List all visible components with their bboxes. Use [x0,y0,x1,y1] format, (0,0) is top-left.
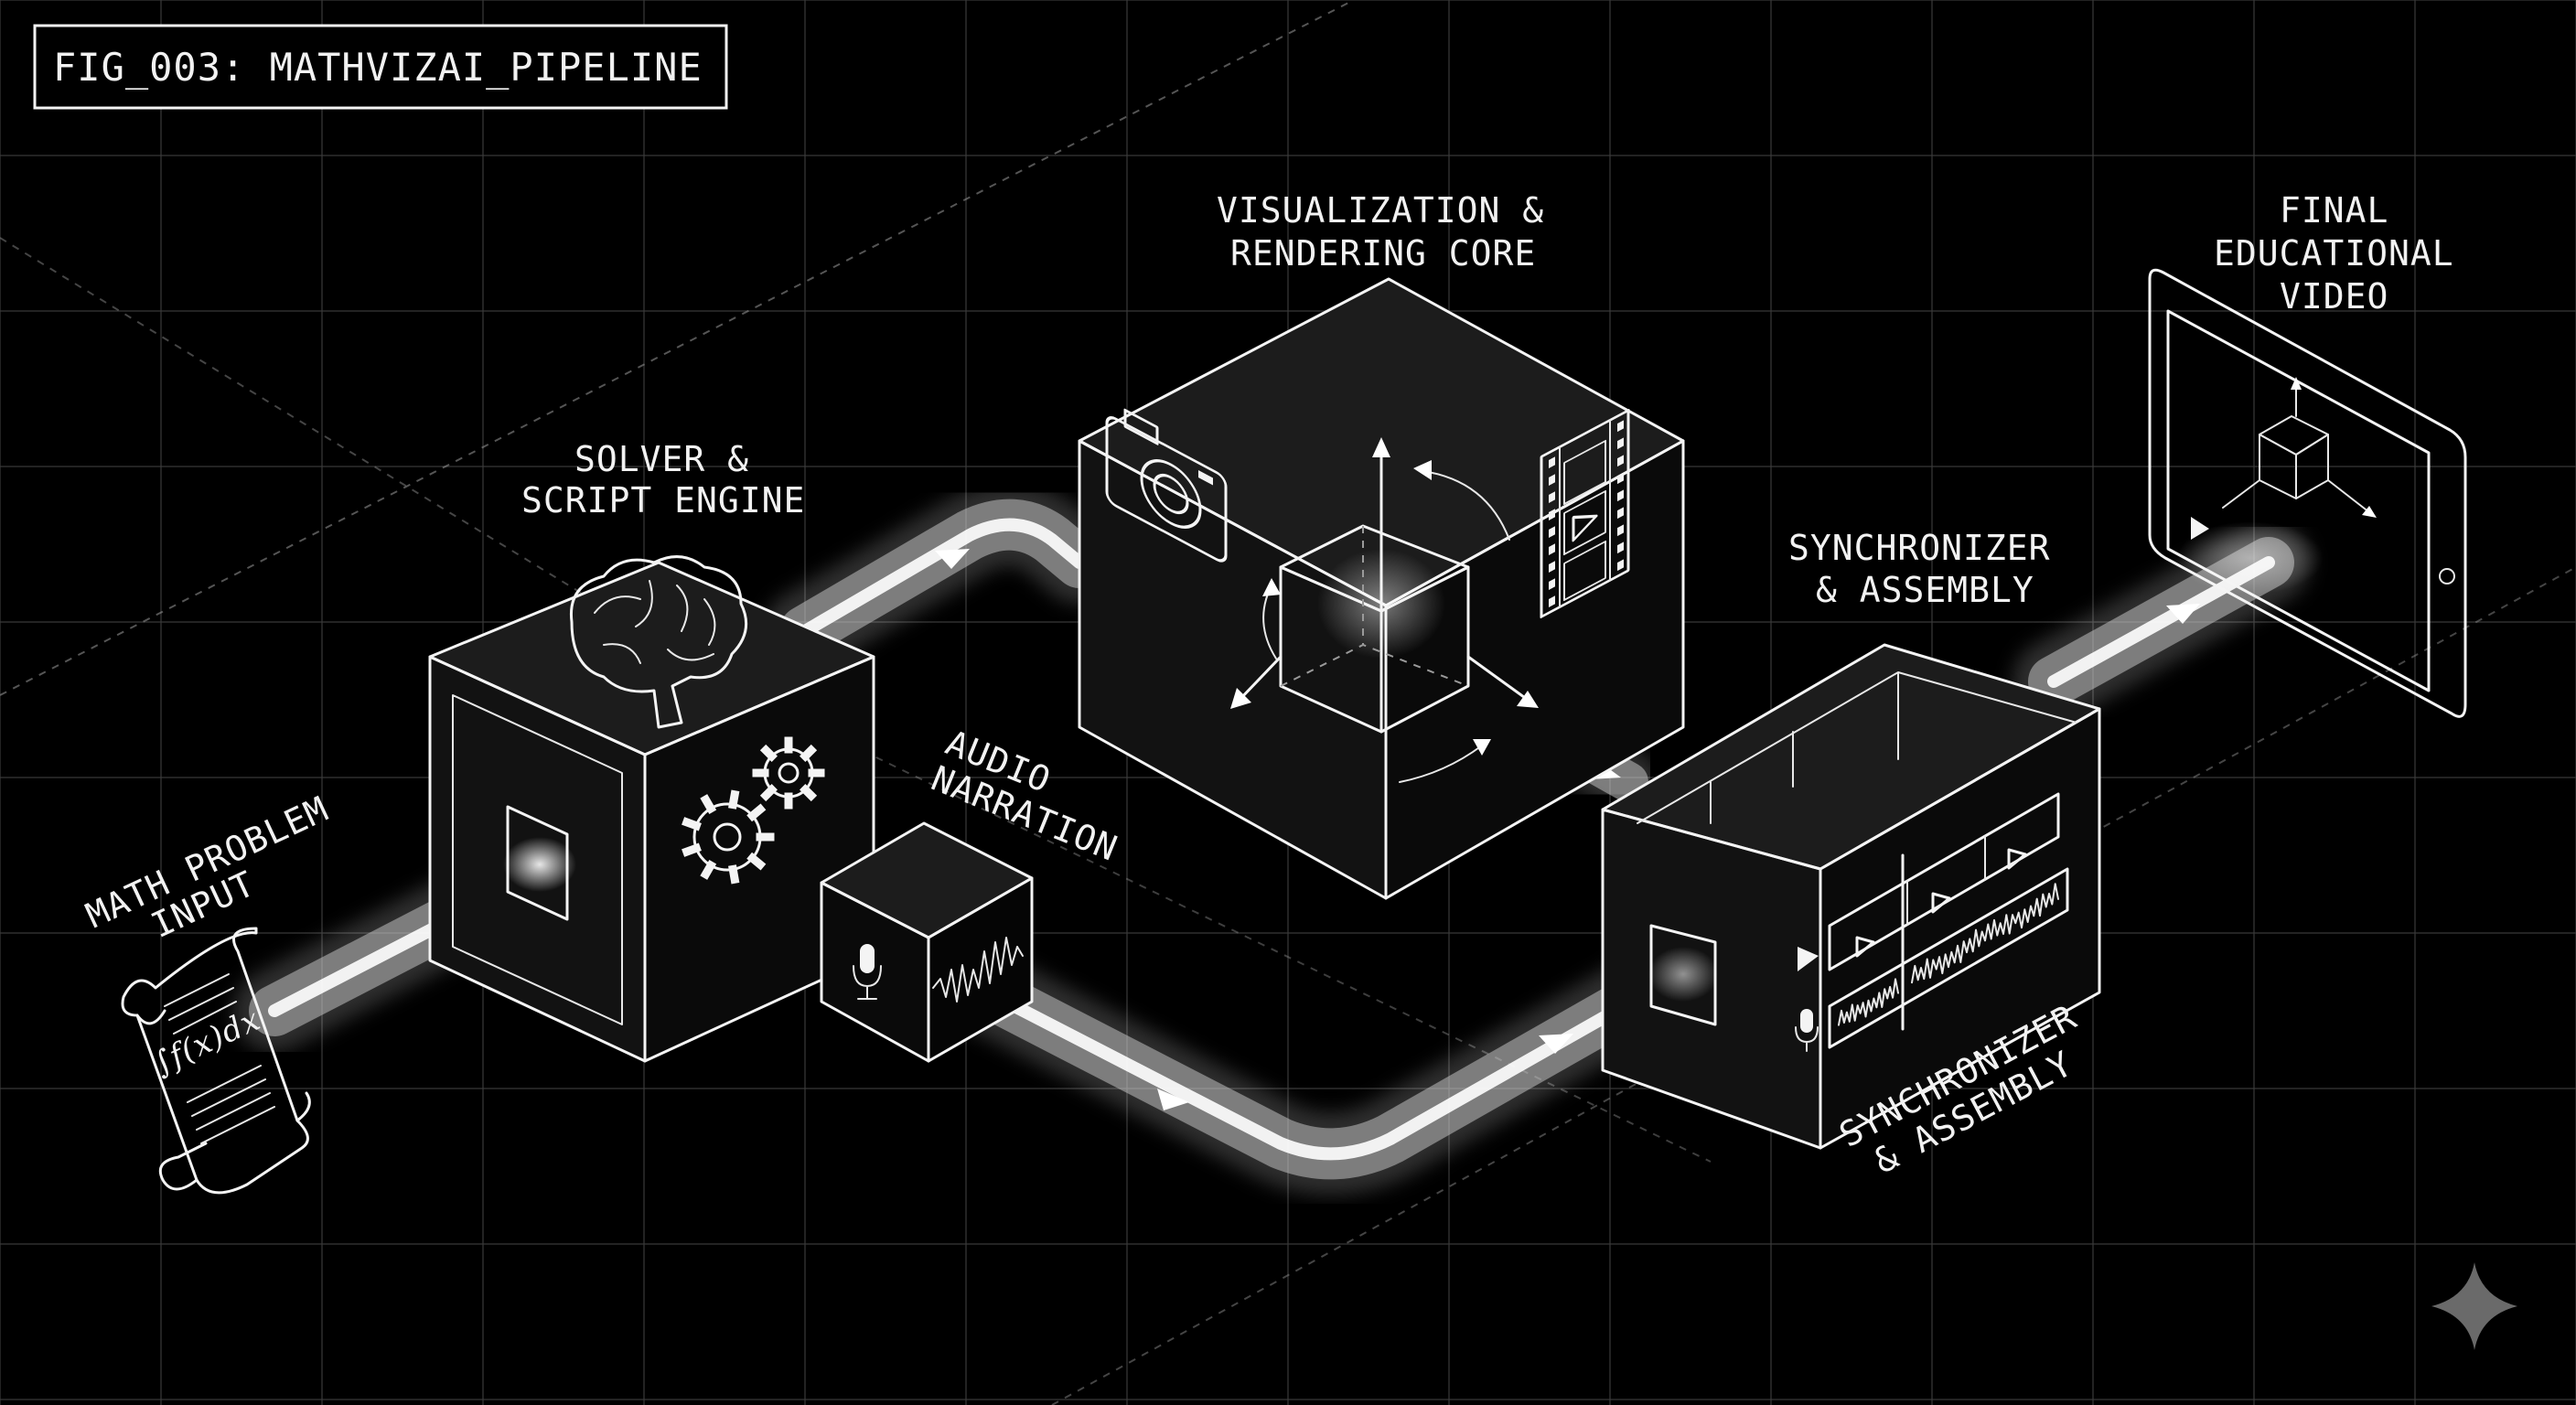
figure-title: FIG_003: MATHVIZAI_PIPELINE [53,45,703,90]
tube-solver-to-viz [764,483,1121,672]
play-button-icon [1798,947,1819,971]
play-button-icon [1855,936,1875,958]
label-synchronizer-top: SYNCHRONIZER & ASSEMBLY [1788,528,2051,610]
label-final-video: FINAL EDUCATIONAL VIDEO [2214,190,2454,316]
svg-text:SOLVER &: SOLVER & [574,439,749,479]
svg-text:SYNCHRONIZER: SYNCHRONIZER [1788,528,2051,568]
visualization-cube [1078,277,1685,900]
rotation-arrows-icon [1262,460,1510,783]
arrow-icon [1157,1089,1189,1110]
svg-text:& ASSEMBLY: & ASSEMBLY [1816,570,2034,610]
audio-track [1828,867,2069,1049]
svg-text:EDUCATIONAL: EDUCATIONAL [2214,233,2454,273]
sparkle-icon [2431,1262,2517,1350]
svg-text:FINAL: FINAL [2280,190,2388,231]
waveform-icon [1911,883,2059,984]
audio-cube [820,821,1034,1063]
axis-cube-icon [1230,437,1539,734]
figure-title-box: FIG_003: MATHVIZAI_PIPELINE [33,24,728,110]
play-button-icon [1931,892,1951,914]
label-visualization: VISUALIZATION & RENDERING CORE [1217,190,1544,273]
microphone-icon [853,944,882,1000]
svg-text:VIDEO: VIDEO [2280,276,2388,316]
brain-icon [569,555,748,729]
tube-audio-to-sync [947,947,1697,1196]
scroll-formula: ∫f(x)dx [148,1002,266,1083]
arrow-icon [935,549,970,569]
play-button-icon [2007,848,2027,870]
label-math-input: MATH PROBLEM INPUT [80,788,334,946]
arrow-icon [2166,604,2200,624]
gears-icon [682,736,825,885]
video-track [1828,792,2060,971]
microphone-icon [1795,1009,1819,1052]
svg-text:SCRIPT ENGINE: SCRIPT ENGINE [521,480,805,520]
axis-cube-icon [2222,377,2377,518]
solver-cube [428,555,875,1063]
waveform-icon [1838,978,1899,1026]
svg-text:RENDERING CORE: RENDERING CORE [1230,233,1536,273]
synchronizer-box [1601,643,2101,1150]
label-solver: SOLVER & SCRIPT ENGINE [521,439,805,520]
arrow-icon [1539,1034,1573,1054]
waveform-icon [932,937,1024,1003]
play-button-icon [1572,514,1598,542]
tablet-icon [2148,268,2467,718]
svg-text:VISUALIZATION &: VISUALIZATION & [1217,190,1544,231]
play-button-icon [2191,517,2209,540]
film-strip-icon [1540,409,1630,618]
camera-icon [1105,408,1228,563]
